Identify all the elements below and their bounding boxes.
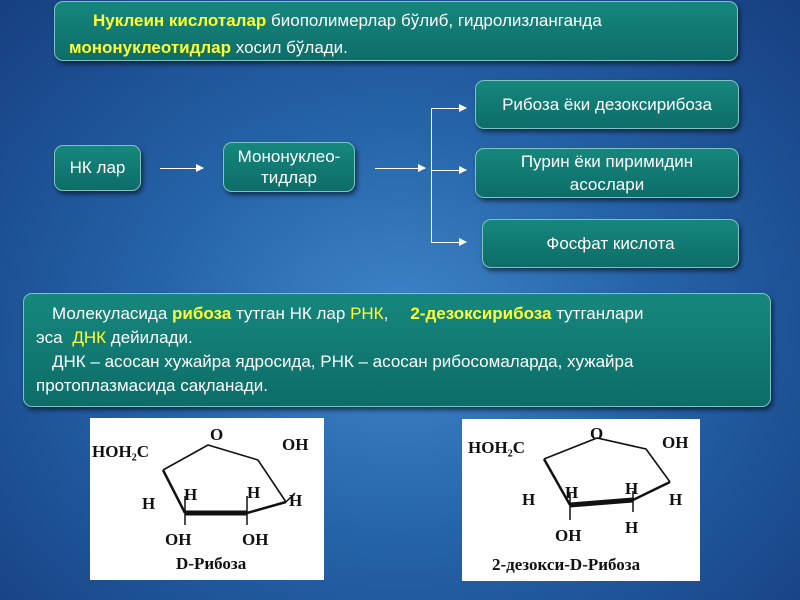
deoxyribose-h-inner1-label: H (565, 483, 578, 502)
deoxyribose-h-left-label: H (522, 490, 535, 509)
deoxyribose-oh-top-label: OH (662, 433, 688, 452)
ribose-caption: D-Рибоза (176, 554, 247, 573)
purine-box: Пурин ёки пиримидин асослари (475, 148, 739, 198)
intro-box: Нуклеин кислоталар биополимерлар бўлиб, … (54, 1, 738, 61)
ribose-h-right-label: H (289, 491, 302, 510)
mono-label-1: Мононуклео- (237, 147, 341, 166)
info-text-4: эса (36, 328, 68, 347)
ribose-hoh2c-label: HOH₂C (92, 442, 149, 461)
deoxyribose-h-bottom-label: H (625, 518, 638, 537)
deoxyribose-oh-bottom-label: OH (555, 526, 581, 545)
deoxyribose-structure-drawing: HOH₂C O OH H H H H OH H 2-дезокси-D-Рибо… (468, 424, 688, 574)
ribose-oh-bottom2-label: OH (242, 530, 268, 549)
deoxyribose-hoh2c-label: HOH₂C (468, 438, 525, 457)
deoxyribose-ring-bottom-edge (569, 497, 634, 508)
info-text-6: ДНК – асосан хужайра ядросида, РНК – асо… (52, 352, 634, 371)
ribose-box: Рибоза ёки дезоксирибоза (475, 80, 739, 129)
intro-text-1: биополимерлар бўлиб, гидролизланганда (266, 11, 602, 30)
arrow-nk-to-mono (160, 164, 204, 172)
deoxyribose-caption: 2-дезокси-D-Рибоза (492, 555, 641, 574)
deoxyribose-ring-right-edge (632, 480, 671, 502)
arrow-mono-to-split (375, 164, 426, 172)
ribose-structure-panel: HOH₂C O OH H H H H OH OH D-Рибоза (90, 418, 324, 580)
purine-label-2: асослари (569, 175, 645, 194)
deoxyribose-oxygen-label: O (590, 424, 603, 443)
arrow-to-ribose (431, 104, 467, 112)
term-deoxyribose: 2-дезоксирибоза (410, 304, 552, 323)
phosphate-label: Фосфат кислота (546, 233, 675, 253)
info-comma: , (383, 304, 389, 323)
info-box: Молекуласида рибоза тутган НК лар РНК, 2-… (23, 293, 771, 407)
arrow-to-purine (431, 166, 467, 174)
mono-label-2: тидлар (260, 168, 318, 187)
intro-line-1: Нуклеин кислоталар биополимерлар бўлиб, … (69, 7, 737, 34)
ribose-h-inner2-label: H (247, 483, 260, 502)
term-ribose: рибоза (172, 304, 232, 323)
mononucleotides-box: Мононуклео- тидлар (223, 142, 355, 192)
term-nucleic-acids: Нуклеин кислоталар (93, 11, 267, 30)
info-text-7: протоплазмасида сақланади. (36, 376, 268, 395)
term-rna: РНК (350, 304, 384, 323)
deoxyribose-h-inner2-label: H (625, 479, 638, 498)
ribose-ring-upper (162, 444, 287, 503)
info-text-3: тутганлари (551, 304, 644, 323)
term-dna: ДНК (72, 328, 107, 347)
purine-label-1: Пурин ёки пиримидин (520, 152, 694, 171)
info-text-2: тутган НК лар (231, 304, 351, 323)
split-vertical-line (431, 108, 432, 242)
ribose-oh-bottom1-label: OH (165, 530, 191, 549)
ribose-ring-right-edge (246, 500, 287, 515)
deoxyribose-ring-upper (543, 437, 671, 483)
info-text-1: Молекуласида (52, 304, 173, 323)
info-line-1: Молекуласида рибоза тутган НК лар РНК, 2-… (36, 302, 770, 326)
intro-line-2: мононуклеотидлар хосил бўлади. (69, 34, 737, 61)
ribose-bond-c1-h (285, 492, 296, 503)
ribose-oh-top-label: OH (282, 435, 308, 454)
info-line-3: ДНК – асосан хужайра ядросида, РНК – асо… (36, 350, 770, 374)
ribose-label: Рибоза ёки дезоксирибоза (502, 94, 712, 114)
nk-label: НК лар (69, 158, 126, 177)
ribose-h-left-label: H (142, 494, 155, 513)
term-mononucleotides: мононуклеотидлар (69, 38, 232, 57)
ribose-structure-drawing: HOH₂C O OH H H H H OH OH D-Рибоза (92, 425, 308, 573)
ribose-h-inner1-label: H (184, 485, 197, 504)
intro-text-2: хосил бўлади. (231, 38, 348, 57)
deoxyribose-structure-panel: HOH₂C O OH H H H H OH H 2-дезокси-D-Рибо… (462, 419, 700, 581)
nk-box: НК лар (54, 145, 141, 191)
ribose-oxygen-label: O (210, 425, 223, 444)
info-text-5: дейилади. (106, 328, 193, 347)
info-line-4: протоплазмасида сақланади. (36, 374, 770, 398)
deoxyribose-h-right-label: H (669, 490, 682, 509)
info-line-2: эса ДНК дейилади. (36, 326, 770, 350)
ribose-ring-left-edge (161, 469, 187, 514)
phosphate-box: Фосфат кислота (482, 219, 739, 268)
arrow-to-phosphate (431, 238, 467, 246)
deoxyribose-ring-left-edge (542, 458, 572, 506)
